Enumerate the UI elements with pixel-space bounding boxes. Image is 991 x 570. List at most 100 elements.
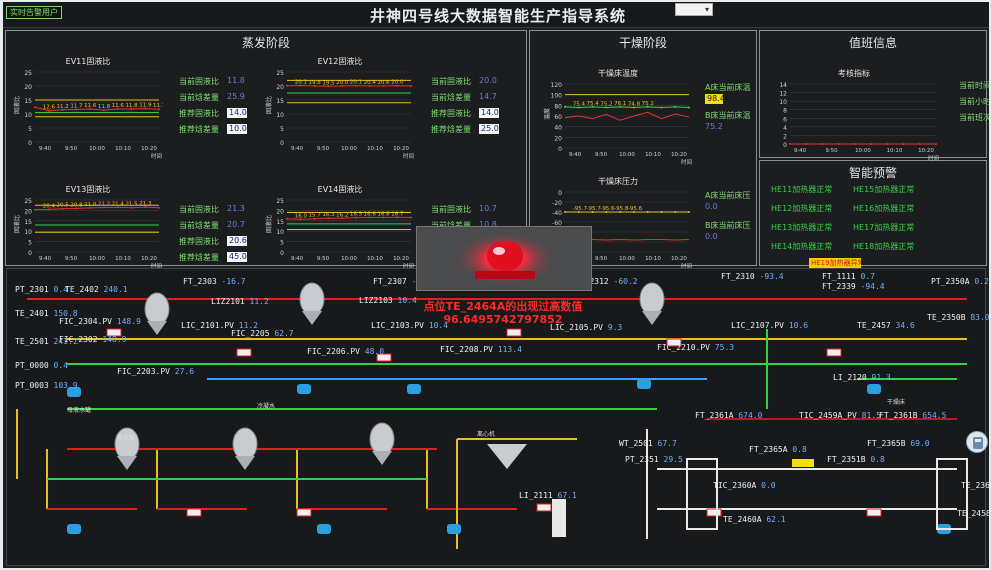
process-tag[interactable]: FT_2361B 654.5 xyxy=(879,411,946,420)
x-tick-label: 9:40 xyxy=(39,146,52,152)
process-tag[interactable]: WT_2501 67.7 xyxy=(619,439,677,448)
process-tag[interactable]: FT_2365A 0.8 xyxy=(749,445,807,454)
process-tag[interactable]: FT_2303 -16.7 xyxy=(183,277,246,286)
y-tick-label: -20 xyxy=(552,200,562,207)
warning-item: HE18加热器正常 xyxy=(853,242,915,251)
process-tag[interactable]: LIC_2107.PV 10.6 xyxy=(731,321,808,330)
y-tick-label: 4 xyxy=(783,125,787,132)
process-tag[interactable]: FT_2365B 69.0 xyxy=(867,439,930,448)
evap-label: 推荐焓差量 xyxy=(431,125,471,134)
heater-alarm-badge[interactable]: HE19加热器异常 xyxy=(809,258,861,268)
centrifuge[interactable] xyxy=(487,444,527,469)
process-tag[interactable]: LIC_2101.PV 11.2 xyxy=(181,321,258,330)
heat-exchanger[interactable] xyxy=(666,338,682,347)
process-tag[interactable]: FIC_2206.PV 48.0 xyxy=(307,347,384,356)
pump[interactable] xyxy=(867,384,881,394)
heat-exchanger[interactable] xyxy=(106,328,122,337)
heat-exchanger[interactable] xyxy=(296,508,312,517)
process-tag[interactable]: LIC_2105.PV 9.3 xyxy=(550,323,622,332)
process-tag[interactable]: TE_2501 241.7 xyxy=(15,337,78,346)
heat-exchanger[interactable] xyxy=(866,508,882,517)
heat-exchanger[interactable] xyxy=(376,353,392,362)
warning-item: HE11加热器正常 xyxy=(771,185,833,194)
heat-exchanger[interactable] xyxy=(706,508,722,517)
evap-input[interactable]: 10.0 xyxy=(227,124,247,134)
dryer-b[interactable] xyxy=(936,458,968,530)
heat-exchanger[interactable] xyxy=(186,508,202,517)
process-tag[interactable]: TIC_2360A 0.0 xyxy=(713,481,776,490)
realtime-alarm-button[interactable]: 实时告警用户 xyxy=(6,6,62,19)
pump[interactable] xyxy=(637,379,651,389)
floating-assistant-button[interactable] xyxy=(966,431,988,453)
heat-exchanger[interactable] xyxy=(506,328,522,337)
tag-name: PT_0000 xyxy=(15,361,54,370)
process-tag[interactable]: FIC_2203.PV 27.6 xyxy=(117,367,194,376)
equipment-label: 母液水罐 xyxy=(67,407,92,414)
evaporator-vessel[interactable] xyxy=(639,282,665,316)
process-tag[interactable]: FT_2351B 0.8 xyxy=(827,455,885,464)
evaporator-vessel[interactable] xyxy=(232,427,258,461)
process-tag[interactable]: PT_2301 0.4 xyxy=(15,285,68,294)
process-tag[interactable]: PT_2350A 0.2 xyxy=(931,277,989,286)
tag-name: FT_2365B xyxy=(867,439,911,448)
process-tag[interactable]: FIC_2304.PV 148.9 xyxy=(59,317,141,326)
evap-input[interactable]: 20.6 xyxy=(227,236,247,246)
heat-exchanger[interactable] xyxy=(236,348,252,357)
salt-tank[interactable] xyxy=(552,499,566,537)
evap-input[interactable]: 25.0 xyxy=(479,124,499,134)
evaporator-vessel[interactable] xyxy=(144,292,170,326)
process-tag[interactable]: PT_2351 29.5 xyxy=(625,455,683,464)
process-tag[interactable]: LIC_2103.PV 10.4 xyxy=(371,321,448,330)
process-tag[interactable]: TE_2350B 83.0 xyxy=(927,313,989,322)
process-tag[interactable]: TE_2402 240.1 xyxy=(65,285,128,294)
pump[interactable] xyxy=(447,524,461,534)
process-tag[interactable]: FIC_2210.PV 75.3 xyxy=(657,343,734,352)
alarm-popup[interactable] xyxy=(416,226,592,291)
pump[interactable] xyxy=(317,524,331,534)
process-tag[interactable]: TE_2401 150.8 xyxy=(15,309,78,318)
dryer-a[interactable] xyxy=(686,458,718,530)
evap-input[interactable]: 14.0 xyxy=(479,108,499,118)
data-label: 21.2 xyxy=(98,201,110,207)
evaporator-vessel[interactable] xyxy=(299,282,325,316)
process-tag[interactable]: PT_0000 0.4 xyxy=(15,361,68,370)
data-point xyxy=(918,143,921,145)
process-tag[interactable]: TIC_2459A_PV 81.5 xyxy=(799,411,881,420)
process-tag[interactable]: FIC_2302 148.9 xyxy=(59,335,126,344)
data-label: 75.2 xyxy=(600,101,612,107)
evaporator-vessel[interactable] xyxy=(369,422,395,456)
process-tag[interactable]: LIZ2103 10.4 xyxy=(359,296,417,305)
pump[interactable] xyxy=(407,384,421,394)
pump[interactable] xyxy=(67,524,81,534)
heat-exchanger[interactable] xyxy=(826,348,842,357)
evap-input[interactable]: 45.0 xyxy=(227,252,247,262)
line-select[interactable]: ▾ xyxy=(675,3,713,16)
process-tag[interactable]: LIZ2101 11.2 xyxy=(211,297,269,306)
process-tag[interactable]: FIC_2208.PV 113.4 xyxy=(440,345,522,354)
pump[interactable] xyxy=(297,384,311,394)
alarm-value: 96.6495742797852 xyxy=(443,313,563,326)
process-tag[interactable]: LI_2120 91.3 xyxy=(833,373,891,382)
process-tag[interactable]: TE_2457 34.6 xyxy=(857,321,915,330)
process-tag[interactable]: FT_2339 -94.4 xyxy=(822,282,885,291)
evap-input[interactable]: 14.0 xyxy=(227,108,247,118)
process-tag[interactable]: TE_2460A 62.1 xyxy=(723,515,786,524)
process-tag[interactable]: FT_2310 -93.4 xyxy=(721,272,784,281)
series-line xyxy=(34,106,160,112)
heat-exchanger[interactable] xyxy=(536,503,552,512)
process-tag[interactable]: LI_2111 67.1 xyxy=(519,491,577,500)
process-tag[interactable]: FIC_2205 62.7 xyxy=(231,329,294,338)
y-tick-label: 25 xyxy=(24,70,32,77)
x-tick-label: 9:50 xyxy=(65,256,78,262)
data-point xyxy=(805,143,808,145)
process-tag[interactable]: FT_1111 0.7 xyxy=(822,272,875,281)
pump[interactable] xyxy=(67,387,81,397)
process-tag[interactable]: PT_0003 103.9 xyxy=(15,381,78,390)
process-tag[interactable]: TE_2360B 15.4 xyxy=(961,481,989,490)
data-point xyxy=(853,143,856,145)
y-tick-label: 20 xyxy=(554,135,562,142)
process-tag[interactable]: FT_2361A 674.0 xyxy=(695,411,762,420)
process-tag[interactable]: TE_2458 10.4 xyxy=(957,509,989,518)
